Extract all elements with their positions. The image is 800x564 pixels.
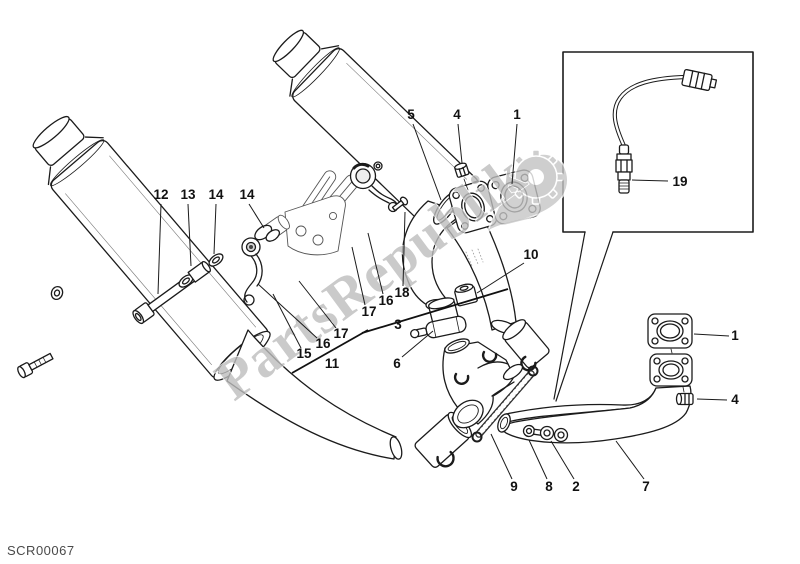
leader-line-2-20 (550, 440, 575, 480)
screw-18 (391, 196, 409, 212)
callout-label-18-9: 18 (394, 285, 410, 300)
clamp-6 (410, 315, 467, 339)
nut-4-right (675, 392, 694, 406)
leader-line-8-19 (528, 439, 548, 480)
footpeg-bracket (260, 170, 360, 256)
group-line-3 (361, 288, 509, 334)
callout-label-3-12: 3 (394, 317, 402, 332)
washers-2 (539, 425, 569, 443)
group-line-11 (291, 329, 369, 374)
leader-line-14-2 (213, 203, 217, 255)
callout-label-14-2: 14 (208, 187, 224, 202)
callout-label-19-7: 19 (672, 174, 687, 189)
flange-1-right (647, 313, 693, 349)
right-hanger (349, 161, 409, 213)
callout-label-17-13: 17 (333, 326, 348, 341)
leader-line-4-23 (696, 398, 728, 401)
leader-line-17-13 (298, 280, 337, 329)
inset-box (553, 51, 754, 402)
leader-line-17-11 (351, 246, 366, 306)
washer-far-left (50, 285, 64, 301)
leader-line-18-9 (402, 211, 406, 287)
callout-label-4-5: 4 (453, 107, 461, 122)
lambda-sensor-19 (612, 68, 718, 194)
muffler-mount-hardware (17, 224, 281, 379)
callout-label-15-15: 15 (296, 346, 312, 361)
leader-line-12-0 (157, 203, 162, 295)
leader-line-9-18 (490, 433, 513, 480)
leader-line-16-14 (257, 283, 318, 339)
callout-label-6-17: 6 (393, 356, 401, 371)
bolt-far-left (17, 352, 54, 379)
leader-line-5-4 (412, 123, 442, 201)
leader-line-16-10 (367, 232, 384, 295)
spacer-13 (187, 260, 211, 283)
callout-label-12-0: 12 (153, 187, 168, 202)
gear-icon (508, 149, 564, 205)
sensor-body (615, 144, 633, 194)
callout-label-4-23: 4 (731, 392, 739, 407)
leader-line-7-21 (615, 440, 645, 480)
leader-line-10-8 (476, 262, 525, 294)
leader-line-1-22 (693, 333, 730, 337)
pipe7-flange (649, 353, 693, 387)
callout-label-9-18: 9 (510, 479, 518, 494)
leader-line-15-15 (272, 293, 302, 349)
callout-label-8-19: 8 (545, 479, 553, 494)
sensor-connector (681, 68, 718, 92)
callout-label-13-1: 13 (180, 187, 196, 202)
leader-line-1-6 (511, 123, 518, 185)
spring-9 (471, 365, 539, 443)
grommet-14b (254, 224, 281, 242)
callout-label-14-3: 14 (239, 187, 255, 202)
callout-label-1-6: 1 (513, 107, 521, 122)
callout-label-11-16: 11 (325, 356, 340, 371)
callout-label-1-22: 1 (731, 328, 739, 343)
left-tail-pipe (226, 329, 397, 460)
small-washer (373, 161, 383, 171)
leader-line-14-3 (248, 203, 265, 229)
leader-line-19-7 (631, 179, 669, 182)
callout-label-16-10: 16 (378, 293, 394, 308)
callout-label-16-14: 16 (315, 336, 331, 351)
group-lines-layer (291, 288, 509, 374)
callout-label-10-8: 10 (523, 247, 538, 262)
callout-label-2-20: 2 (572, 479, 580, 494)
leader-line-4-5 (457, 123, 463, 164)
nut-4-top (454, 162, 470, 178)
diagram-code: SCR00067 (7, 543, 75, 558)
callout-label-7-21: 7 (642, 479, 650, 494)
callout-label-5-4: 5 (407, 107, 415, 122)
leader-lines-layer (157, 123, 730, 480)
y-collector (442, 338, 524, 429)
leader-line-13-1 (187, 203, 192, 267)
leader-line-6-17 (401, 330, 434, 358)
washer-14a (208, 253, 224, 267)
callout-label-17-11: 17 (361, 304, 376, 319)
